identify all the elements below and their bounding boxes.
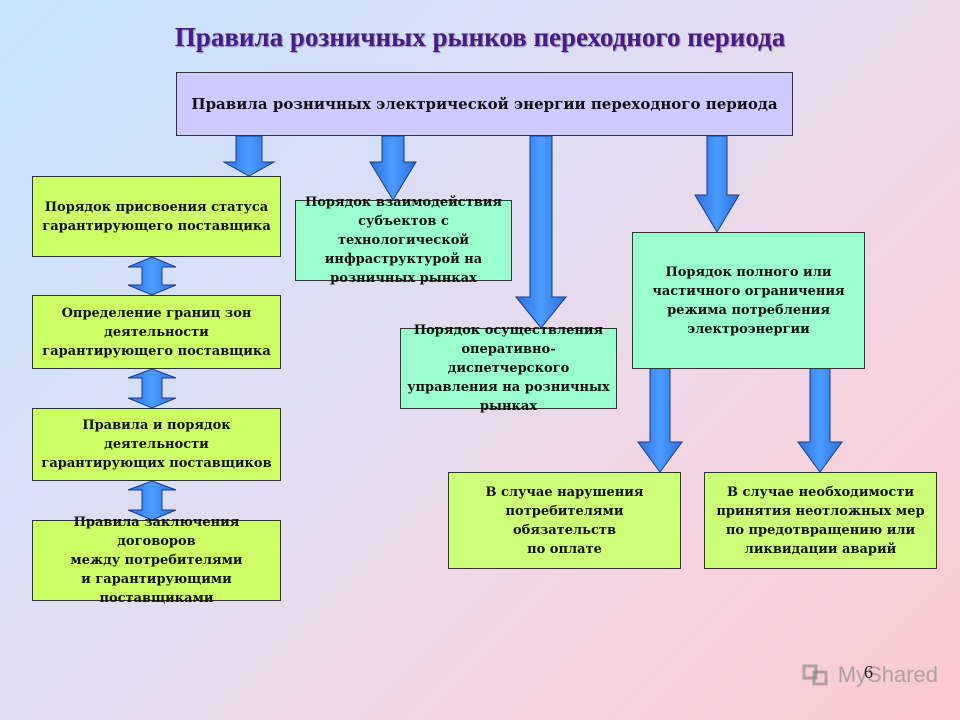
watermark-logo-icon — [802, 664, 828, 686]
arrow-down-4 — [694, 135, 740, 233]
arrow-down-1 — [222, 135, 276, 177]
arrow-down-2 — [369, 135, 417, 201]
double-arrow-2 — [127, 368, 177, 409]
double-arrow-1 — [127, 256, 177, 296]
left-box-status-assignment: Порядок присвоения статуса гарантирующег… — [32, 176, 281, 257]
top-box-retail-rules: Правила розничных электрической энергии … — [176, 72, 793, 136]
box-consumption-restriction: Порядок полного или частичного ограничен… — [632, 232, 865, 369]
watermark-text: MyShared — [837, 662, 938, 687]
arrow-down-5 — [637, 367, 683, 473]
box-dispatch-management: Порядок осуществления оперативно-диспетч… — [400, 323, 617, 414]
arrow-down-3 — [514, 135, 568, 329]
page-number: 6 — [864, 662, 873, 682]
arrow-down-6 — [797, 367, 843, 473]
watermark: MyShared — [802, 660, 938, 690]
box-emergency-measures: В случае необходимости принятия неотложн… — [704, 472, 937, 569]
box-payment-violation: В случае нарушения потребителями обязате… — [448, 472, 681, 569]
box-infrastructure-interaction: Порядок взаимодействия субъектов с техно… — [295, 195, 512, 286]
page-title: Правила розничных рынков переходного пер… — [174, 22, 786, 52]
left-box-contract-rules: Правила заключения договоров между потре… — [32, 515, 281, 606]
left-box-supplier-activity: Правила и порядок деятельности гарантиру… — [32, 408, 281, 481]
left-box-zone-boundaries: Определение границ зон деятельности гара… — [32, 295, 281, 369]
